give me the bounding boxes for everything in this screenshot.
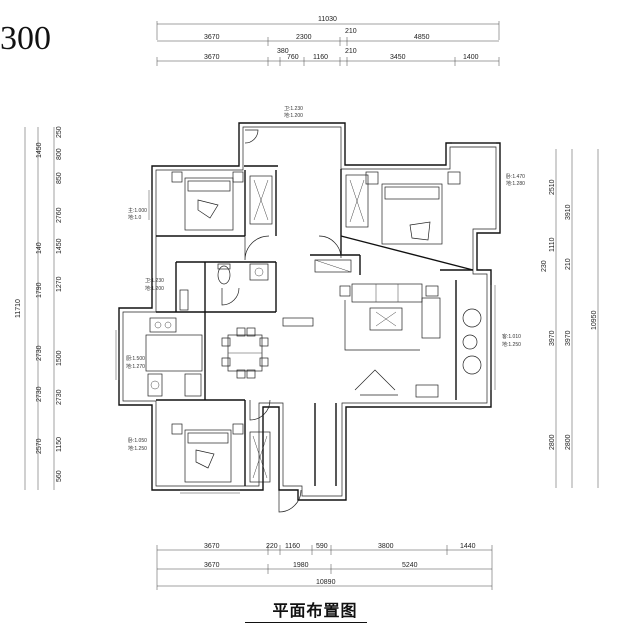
bathroom-fixtures — [179, 263, 269, 311]
bed-nw — [171, 171, 273, 231]
bottom-dim-r1-1: 3670 — [204, 543, 220, 550]
bed-sw — [171, 423, 271, 483]
left-dim-14: 2570 — [36, 438, 43, 454]
left-dim-10: 2730 — [36, 345, 43, 361]
left-dim-8: 1270 — [56, 276, 63, 292]
room-labels: 卫:1.230 地:1.200 主:1.000 地:1.0 卧:1.470 地:… — [126, 106, 525, 452]
left-dim-2: 1450 — [36, 142, 43, 158]
left-dim-11: 1500 — [56, 350, 63, 366]
top-dim-r3-4: 1160 — [313, 54, 328, 61]
right-dim-e2: 210 — [565, 258, 572, 270]
top-dim-r2-4: 4850 — [414, 34, 430, 41]
dining-table — [221, 317, 314, 379]
right-dim-3: 3970 — [549, 330, 556, 346]
bottom-dim-r1-3: 1160 — [285, 543, 300, 550]
top-dim-r3-1: 3670 — [204, 54, 220, 61]
room-label-kitchen-2: 地:1.270 — [126, 363, 145, 370]
bottom-dim-r1-5: 3800 — [378, 543, 394, 550]
windows — [115, 142, 496, 494]
left-dim-9: 1790 — [36, 282, 43, 298]
left-dim-4: 850 — [56, 172, 63, 184]
left-dim-6: 140 — [36, 242, 43, 254]
room-label-bed-ne-1: 卧:1.470 — [506, 173, 525, 180]
room-label-bath-1: 卫:1.230 — [145, 278, 164, 284]
right-dim-e1: 3910 — [565, 204, 572, 220]
room-label-kitchen-1: 厨:1.500 — [126, 356, 145, 362]
left-dim-1: 250 — [56, 126, 63, 138]
bottom-dim-r1-6: 1440 — [460, 543, 476, 550]
bottom-dim-r2-3: 5240 — [402, 562, 418, 569]
top-dim-r3-3: 760 — [287, 54, 299, 61]
right-dim-e5: 2800 — [565, 434, 572, 450]
top-dim-r3-5: 210 — [345, 48, 357, 55]
bottom-dim-r1-2: 220 — [266, 543, 278, 550]
left-dim-13: 2730 — [56, 389, 63, 405]
living-room-furniture — [314, 259, 482, 398]
right-dim-2: 1110 — [549, 237, 556, 252]
kitchen-fixtures — [145, 317, 203, 397]
room-label-bed-nw-1: 主:1.000 — [128, 207, 147, 214]
scale-label: 300 — [0, 20, 51, 57]
right-dim-total: 10950 — [591, 310, 598, 330]
room-label-bed-nw-2: 地:1.0 — [128, 214, 142, 221]
right-dim-1: 2510 — [549, 179, 556, 195]
doors — [221, 129, 342, 513]
top-dim-r2-3: 210 — [345, 28, 357, 35]
bottom-dimensions: 3670 220 1160 590 3800 1440 3670 1980 52… — [156, 543, 493, 590]
bottom-dim-r2-1: 3670 — [204, 562, 220, 569]
bottom-dim-total: 10890 — [316, 579, 336, 586]
room-label-living-2: 地:1.250 — [502, 341, 521, 348]
top-dim-total: 11030 — [318, 16, 337, 23]
right-dimensions: 10950 2510 1110 3970 2800 3910 210 230 3… — [541, 149, 599, 488]
right-dim-4: 2800 — [549, 434, 556, 450]
drawing-title: 平面布置图 — [272, 601, 358, 620]
right-dim-e4: 3970 — [565, 330, 572, 346]
walls — [118, 122, 501, 501]
left-dim-16: 560 — [56, 470, 63, 482]
left-dim-3: 800 — [56, 148, 63, 160]
left-dim-total: 11710 — [15, 299, 22, 318]
room-label-living-1: 客:1.010 — [502, 333, 521, 340]
top-dim-r3-7: 1400 — [463, 54, 479, 61]
top-dim-r2-2: 2300 — [296, 34, 312, 41]
room-label-bed-sw-2: 地:1.250 — [128, 445, 147, 452]
top-dim-r3-6: 3450 — [390, 54, 406, 61]
room-label-top-1: 卫:1.230 — [284, 106, 303, 112]
left-dim-7: 1450 — [56, 238, 63, 254]
top-dim-r3-2: 380 — [277, 48, 289, 55]
right-dim-e3: 230 — [541, 260, 548, 272]
room-label-bed-ne-2: 地:1.280 — [506, 180, 525, 187]
top-dimensions: 11030 3670 2300 210 4850 3670 380 760 11… — [156, 16, 500, 66]
bed-ne — [345, 171, 461, 245]
top-dim-r2-1: 3670 — [204, 34, 220, 41]
bottom-dim-r2-2: 1980 — [293, 562, 309, 569]
left-dimensions: 11710 250 1450 800 850 2760 140 1450 127… — [15, 126, 63, 490]
bottom-dim-r1-4: 590 — [316, 543, 328, 550]
left-dim-5: 2760 — [56, 207, 63, 223]
title-underline — [245, 622, 367, 623]
room-label-bed-sw-1: 卧:1.050 — [128, 437, 147, 444]
room-label-bath-2: 地:1.200 — [145, 285, 164, 292]
room-label-top-2: 地:1.200 — [284, 112, 303, 119]
left-dim-15: 1150 — [56, 437, 63, 452]
left-dim-12: 2730 — [36, 386, 43, 402]
